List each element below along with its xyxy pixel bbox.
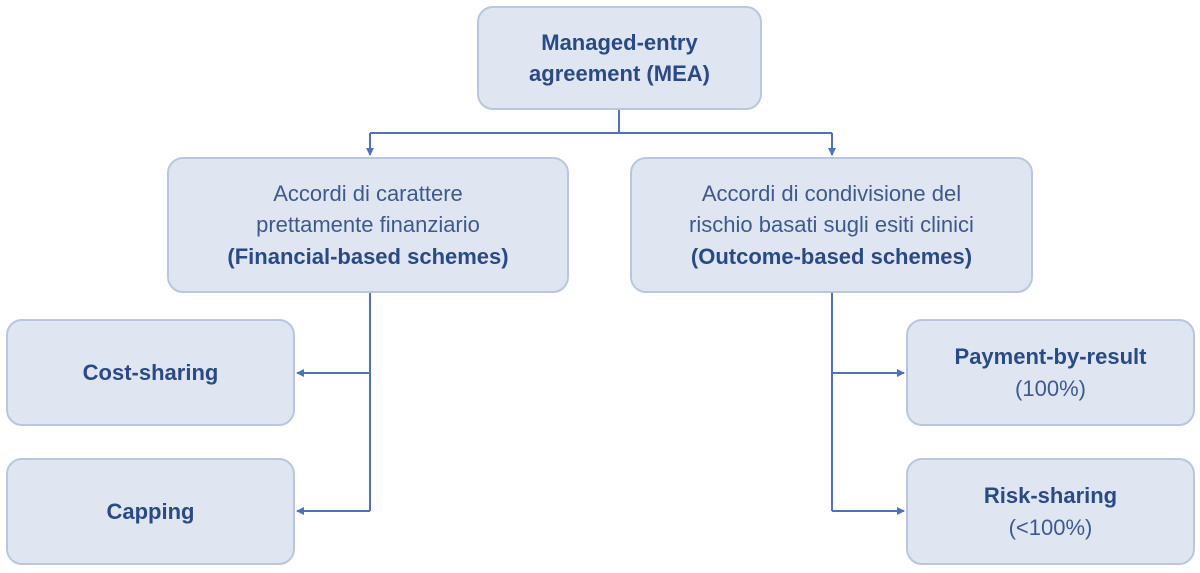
payment-by-result-node: Payment-by-result (100%) (906, 319, 1195, 426)
payment-by-result-percent: (100%) (1015, 375, 1086, 401)
cost-sharing-node: Cost-sharing (6, 319, 295, 426)
financial-based-node: Accordi di carattere prettamente finanzi… (167, 157, 569, 293)
outcome-line2: rischio basati sugli esiti clinici (689, 212, 974, 238)
financial-line2: prettamente finanziario (256, 212, 480, 238)
outcome-english-label: (Outcome-based schemes) (690, 243, 973, 269)
risk-sharing-node: Risk-sharing (<100%) (906, 458, 1195, 565)
capping-label: Capping (106, 498, 195, 524)
root-title-line1: Managed-entry (541, 29, 698, 55)
financial-line1: Accordi di carattere (273, 181, 463, 207)
root-node-mea: Managed-entry agreement (MEA) (477, 6, 762, 110)
cost-sharing-label: Cost-sharing (82, 359, 219, 385)
risk-sharing-label: Risk-sharing (983, 483, 1118, 509)
risk-sharing-percent: (<100%) (1008, 514, 1093, 540)
capping-node: Capping (6, 458, 295, 565)
financial-english-label: (Financial-based schemes) (227, 243, 509, 269)
payment-by-result-label: Payment-by-result (954, 344, 1147, 370)
root-title-line2: agreement (MEA) (529, 61, 710, 86)
outcome-based-node: Accordi di condivisione del rischio basa… (630, 157, 1033, 293)
outcome-line1: Accordi di condivisione del (701, 181, 962, 207)
